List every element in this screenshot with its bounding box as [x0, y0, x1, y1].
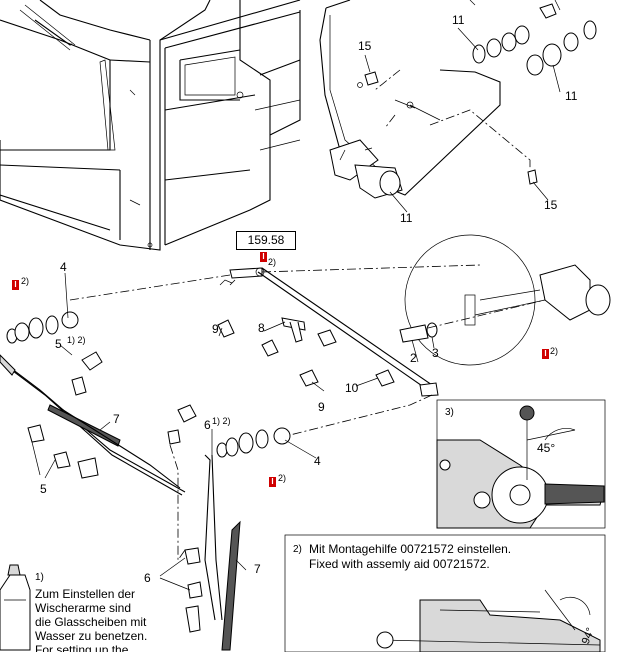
footnote-mark: 2)	[268, 257, 277, 267]
note1-line: For setting up the	[35, 643, 129, 652]
note2-line-en: Fixed with assemly aid 00721572.	[309, 557, 490, 571]
cab-frame	[0, 0, 301, 251]
note1-line: Wasser zu benetzen.	[35, 629, 148, 643]
footnote-mark: 2)	[550, 346, 559, 356]
part-label-4: 4	[60, 260, 67, 274]
part-label-6: 6	[144, 571, 151, 585]
part-label-9: 9	[212, 322, 219, 336]
part-label-6: 6	[204, 418, 211, 432]
part-label-5: 5	[40, 482, 47, 496]
footnote-mark: 2)	[278, 473, 287, 483]
note2-mark: 2)	[293, 544, 302, 555]
part-label-2: 2	[410, 351, 417, 365]
wiper-linkage	[69, 264, 481, 436]
part-label-7: 7	[113, 412, 120, 426]
part-label-15: 15	[544, 198, 558, 212]
footnote-mark: 1) 2)	[212, 416, 231, 426]
note2-line-de: Mit Montagehilfe 00721572 einstellen.	[309, 542, 512, 556]
part-label-5: 5	[55, 337, 62, 351]
marker-icon: I	[269, 477, 276, 487]
angle-label: 45°	[537, 441, 556, 455]
spray-bottle-icon	[0, 564, 31, 651]
part-label-7: 7	[254, 562, 261, 576]
footnote-mark: 1) 2)	[67, 335, 86, 345]
leader-lines	[31, 27, 561, 591]
part-label-3: 3	[432, 346, 439, 360]
footnote-mark: 2)	[21, 276, 30, 286]
right-motor	[399, 234, 611, 366]
part-label-11: 11	[565, 89, 578, 103]
detail-box	[436, 399, 606, 529]
left-wiper	[0, 311, 186, 496]
note2-box	[284, 534, 606, 652]
reference-box: 159.58	[236, 231, 296, 250]
note1-line: die Glasscheiben mit	[35, 615, 147, 629]
part-label-15: 15	[358, 39, 372, 53]
center-wiper	[167, 404, 291, 651]
note1-line: Wischerarme sind	[35, 601, 132, 615]
part-label-8: 8	[258, 321, 265, 335]
note1-line: Zum Einstellen der	[35, 587, 136, 601]
part-label-10: 10	[345, 381, 359, 395]
motor-panel	[319, 0, 597, 199]
marker-icon: I	[542, 349, 549, 359]
part-label-11: 11	[400, 211, 413, 225]
marker-icon: I	[260, 252, 267, 262]
part-label-11: 11	[452, 13, 465, 27]
marker-icon: I	[12, 280, 19, 290]
detail-label: 3)	[445, 407, 454, 418]
part-label-9: 9	[318, 400, 325, 414]
part-label-4: 4	[314, 454, 321, 468]
note1-mark: 1)	[35, 572, 44, 583]
